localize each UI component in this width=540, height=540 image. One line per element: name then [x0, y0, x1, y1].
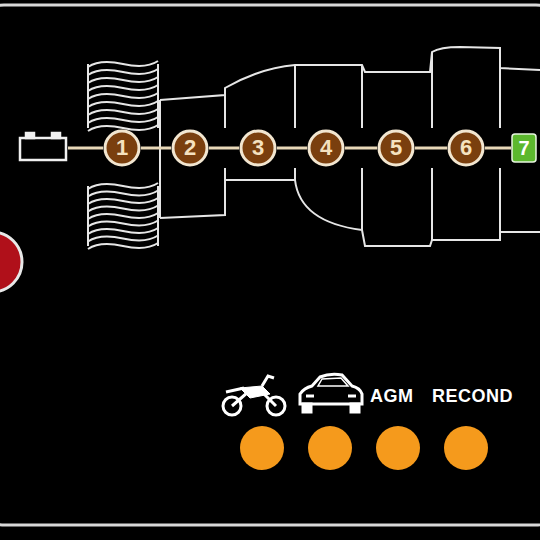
coil-turn — [88, 117, 158, 123]
stage-circle: 5 — [377, 129, 415, 167]
coil-turn — [88, 213, 158, 219]
coil-side — [157, 186, 159, 246]
step-number: 3 — [239, 129, 277, 167]
stage-link — [277, 147, 307, 150]
mode-button — [0, 232, 22, 292]
coil-side — [87, 64, 89, 128]
coil-turn — [88, 61, 158, 67]
step-number: 1 — [103, 129, 141, 167]
mode-leds — [240, 426, 488, 470]
step-number: 7 — [511, 133, 537, 163]
step-number: 5 — [377, 129, 415, 167]
battery-icon — [20, 133, 66, 160]
coil-turn — [88, 109, 158, 115]
coil-turn — [88, 228, 158, 234]
stage-link — [141, 147, 171, 150]
charge-profile — [160, 47, 540, 246]
pulse-coils — [88, 61, 158, 249]
coil-turn — [88, 101, 158, 107]
stage-circle: 1 — [103, 129, 141, 167]
step-number: 6 — [447, 129, 485, 167]
mode-label: AGM — [370, 386, 414, 407]
stage-circle: 2 — [171, 129, 209, 167]
mode-label: RECOND — [432, 386, 513, 407]
stage-link — [485, 147, 511, 150]
coil-turn — [88, 93, 158, 99]
stage-link — [209, 147, 239, 150]
coil-turn — [88, 206, 158, 212]
car-icon — [300, 374, 362, 412]
coil-turn — [88, 191, 158, 197]
stage-link — [345, 147, 377, 150]
coil-turn — [88, 243, 158, 249]
coil-turn — [88, 198, 158, 204]
motorcycle-icon — [223, 376, 285, 415]
coil-turn — [88, 69, 158, 75]
step-number: 2 — [171, 129, 209, 167]
step-number: 4 — [307, 129, 345, 167]
coil-side — [157, 64, 159, 128]
coil-side — [87, 186, 89, 246]
coil-turn — [88, 77, 158, 83]
coil-turn — [88, 183, 158, 189]
stage-circle: 3 — [239, 129, 277, 167]
stage-link — [415, 147, 447, 150]
stage-square: 7 — [511, 133, 537, 163]
stage-circle: 4 — [307, 129, 345, 167]
coil-turn — [88, 221, 158, 227]
coil-turn — [88, 85, 158, 91]
battery-wire — [68, 147, 103, 150]
stage-circle: 6 — [447, 129, 485, 167]
panel-border — [0, 5, 540, 525]
coil-turn — [88, 236, 158, 242]
